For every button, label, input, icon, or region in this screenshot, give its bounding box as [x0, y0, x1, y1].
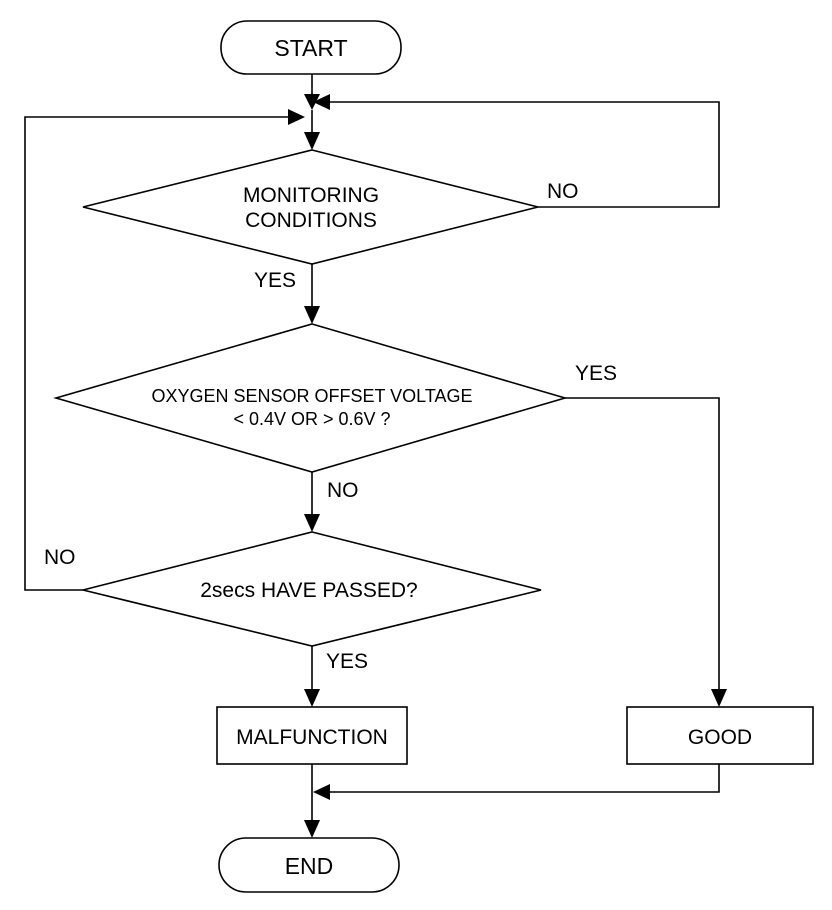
- decision-timer-label: 2secs HAVE PASSED?: [200, 579, 417, 602]
- result-good-shape: [626, 706, 814, 765]
- decision-offset-voltage: OXYGEN SENSOR OFFSET VOLTAGE < 0.4V OR >…: [53, 323, 568, 473]
- arrowhead-merge-left: [313, 94, 330, 110]
- edge-label-monitoring-no: NO: [547, 180, 579, 203]
- edge-label-timer-no: NO: [44, 546, 76, 569]
- edge-label-timer-yes: YES: [326, 650, 368, 673]
- decision-monitoring-line2: CONDITIONS: [245, 209, 377, 232]
- arrowhead-merge-down: [304, 94, 320, 110]
- decision-timer: 2secs HAVE PASSED?: [82, 531, 542, 647]
- arrowhead-merge-right: [288, 109, 305, 125]
- decision-offset-shape: [53, 323, 568, 473]
- connector-offset-yes: [565, 397, 720, 690]
- arrowhead-into-offset: [304, 306, 320, 324]
- end-label: END: [285, 853, 334, 879]
- result-malfunction-shape: [216, 706, 408, 765]
- decision-monitoring-shape: [82, 149, 539, 265]
- result-good: GOOD: [626, 706, 814, 765]
- arrowhead-into-end: [304, 820, 320, 838]
- start-terminator-shape: [220, 20, 402, 75]
- decision-timer-shape: [82, 531, 542, 647]
- arrowhead-into-timer: [304, 514, 320, 532]
- connectors: [24, 74, 720, 820]
- start-label: START: [274, 35, 347, 61]
- start-terminator: START: [220, 20, 402, 75]
- edge-label-offset-no: NO: [327, 479, 359, 502]
- connector-monitoring-no-loop: [330, 101, 720, 208]
- decision-offset-line2: < 0.4V OR > 0.6V ?: [233, 409, 390, 429]
- result-good-label: GOOD: [688, 726, 752, 749]
- result-malfunction: MALFUNCTION: [216, 706, 408, 765]
- edge-label-offset-yes: YES: [575, 362, 617, 385]
- arrowhead-good-merge: [313, 784, 330, 800]
- arrowhead-into-good: [711, 689, 727, 707]
- arrowhead-into-malfunction: [304, 689, 320, 707]
- decision-monitoring-conditions: MONITORING CONDITIONS: [82, 149, 539, 265]
- connector-good-to-end: [330, 764, 720, 793]
- connector-timer-no-loop: [24, 116, 296, 591]
- decision-offset-line1: OXYGEN SENSOR OFFSET VOLTAGE: [151, 386, 472, 406]
- result-malfunction-label: MALFUNCTION: [236, 726, 388, 749]
- decision-monitoring-line1: MONITORING: [243, 184, 379, 207]
- end-terminator-shape: [218, 837, 400, 893]
- edge-labels: NO YES YES NO NO YES: [44, 180, 617, 673]
- arrowhead-into-monitoring: [304, 132, 320, 150]
- arrowheads: [288, 94, 727, 838]
- end-terminator: END: [218, 837, 400, 893]
- edge-label-monitoring-yes: YES: [254, 269, 296, 292]
